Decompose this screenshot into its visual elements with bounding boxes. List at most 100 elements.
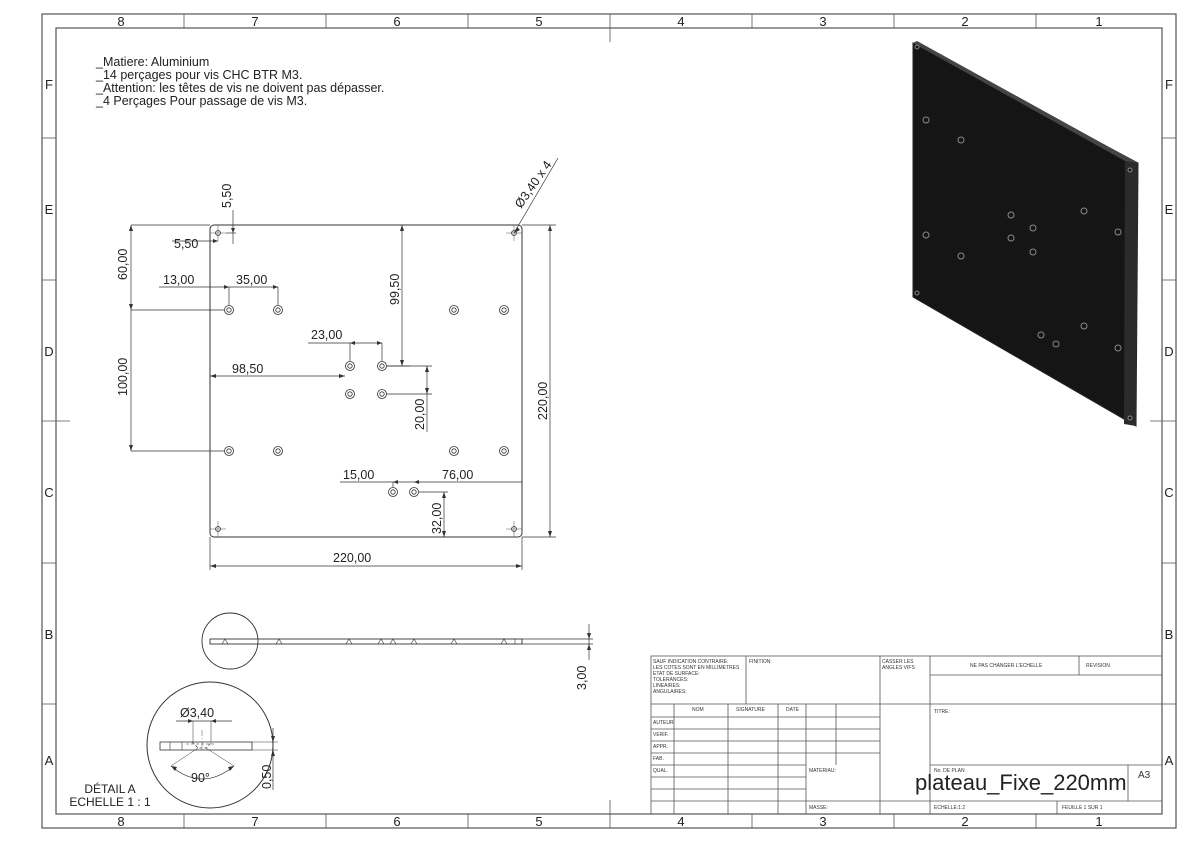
col-label: 4 xyxy=(677,14,684,29)
center-marks xyxy=(210,225,522,537)
tb-finition: FINITION: xyxy=(749,659,772,665)
tb-format: A3 xyxy=(1138,770,1151,781)
dim-32: 32,00 xyxy=(430,503,444,534)
plate-outline xyxy=(209,224,523,538)
row-label: B xyxy=(1165,627,1174,642)
hole xyxy=(273,305,283,315)
dim-98-50: 98,50 xyxy=(232,362,263,376)
hole xyxy=(377,361,387,371)
col-label: 3 xyxy=(819,14,826,29)
dim-5-50-horizontal: 5,50 xyxy=(174,237,198,251)
tb-role: APPR. xyxy=(653,744,669,750)
detail-a-marker xyxy=(201,612,259,670)
row-label: D xyxy=(44,344,53,359)
hole xyxy=(273,446,283,456)
dimension-lines xyxy=(130,157,559,570)
tb-casser-line: CASSER LES xyxy=(882,659,914,665)
dim-hole-callout: Ø3,40 x 4 xyxy=(512,158,555,210)
dim-13: 13,00 xyxy=(163,273,194,287)
dim-60: 60,00 xyxy=(116,249,130,280)
dim-detail-diameter: Ø3,40 xyxy=(180,706,214,720)
col-label: 2 xyxy=(961,14,968,29)
tb-casser: CASSER LES ANGLES VIFS xyxy=(882,659,915,671)
note-line: _4 Perçages Pour passage de vis M3. xyxy=(96,94,308,108)
dim-20: 20,00 xyxy=(413,399,427,430)
tb-no-plan: No. DE PLAN xyxy=(934,768,965,774)
tb-echelle: ECHELLE:1:2 xyxy=(934,805,966,811)
row-label: B xyxy=(45,627,54,642)
col-label: 3 xyxy=(819,814,826,829)
hole xyxy=(377,389,387,399)
row-label: F xyxy=(45,77,53,92)
detail-a-label: DÉTAIL A ECHELLE 1 : 1 xyxy=(60,783,160,809)
tb-note-line: TOLERANCES: xyxy=(653,677,689,683)
hole xyxy=(499,446,509,456)
hole xyxy=(449,305,459,315)
hole xyxy=(499,305,509,315)
dim-35: 35,00 xyxy=(236,273,267,287)
tb-masse: MASSE: xyxy=(809,805,828,811)
col-label: 1 xyxy=(1095,814,1102,829)
dim-76: 76,00 xyxy=(442,468,473,482)
row-label: F xyxy=(1165,77,1173,92)
counterbored-holes xyxy=(224,305,509,497)
tb-col-nom: NOM xyxy=(692,707,704,713)
detail-a-view: Ø3,40 90° 0,50 xyxy=(146,681,278,809)
tb-col-date: DATE xyxy=(786,707,799,713)
dim-99-50: 99,50 xyxy=(388,274,402,305)
col-label: 2 xyxy=(961,814,968,829)
hole xyxy=(388,487,398,497)
tb-revision: REVISION xyxy=(1086,663,1110,669)
tb-materiau: MATERIAU: xyxy=(809,768,836,774)
dim-23: 23,00 xyxy=(311,328,342,342)
dimension-arrows xyxy=(129,225,552,568)
tb-feuille: FEUILLE 1 SUR 1 xyxy=(1062,805,1103,811)
col-label: 5 xyxy=(535,814,542,829)
col-label: 6 xyxy=(393,814,400,829)
row-label: E xyxy=(45,202,54,217)
col-label: 5 xyxy=(535,14,542,29)
tb-note-line: LES COTES SONT EN MILLIMETRES xyxy=(653,665,740,671)
tb-note-line: ETAT DE SURFACE: xyxy=(653,671,700,677)
dim-220-horizontal: 220,00 xyxy=(333,551,371,565)
row-label: A xyxy=(45,753,54,768)
col-label: 8 xyxy=(117,14,124,29)
tb-col-signature: SIGNATURE xyxy=(736,707,765,713)
row-label: A xyxy=(1165,753,1174,768)
title-block xyxy=(650,655,1163,815)
tb-note-line: ANGULAIRES: xyxy=(653,689,687,695)
col-label: 7 xyxy=(251,814,258,829)
detail-title: DÉTAIL A xyxy=(84,782,136,796)
note-line: _Matiere: Aluminium xyxy=(96,55,210,69)
col-label: 1 xyxy=(1095,14,1102,29)
row-label: E xyxy=(1165,202,1174,217)
hole xyxy=(224,305,234,315)
side-view: 3,00 xyxy=(201,612,593,690)
hole xyxy=(345,389,355,399)
hole xyxy=(409,487,419,497)
zone-ticks xyxy=(42,14,1176,828)
tb-ne-pas-changer: NE PAS CHANGER L'ECHELLE xyxy=(970,663,1043,669)
tb-role: FAB. xyxy=(653,756,664,762)
drawing-number: plateau_Fixe_220mm xyxy=(915,770,1127,795)
dim-15: 15,00 xyxy=(343,468,374,482)
note-line: _14 perçages pour vis CHC BTR M3. xyxy=(96,68,303,82)
hole xyxy=(224,446,234,456)
tb-titre: TITRE: xyxy=(934,709,950,715)
note-line: _Attention: les têtes de vis ne doivent … xyxy=(96,81,385,95)
dim-100: 100,00 xyxy=(116,358,130,396)
hole xyxy=(345,361,355,371)
dim-220-vertical: 220,00 xyxy=(536,382,550,420)
front-view: 5,50 5,50 60,00 13,00 35,00 99,50 23,00 … xyxy=(116,157,559,570)
hole xyxy=(449,446,459,456)
dim-thickness: 3,00 xyxy=(575,666,589,690)
dim-detail-depth: 0,50 xyxy=(260,765,274,789)
tb-role: VERIF. xyxy=(653,732,669,738)
plate-edge xyxy=(209,638,523,645)
dim-5-50-vertical: 5,50 xyxy=(220,184,234,208)
tb-role: QUAL. xyxy=(653,768,669,774)
tb-note-line: LINEAIRES: xyxy=(653,683,681,689)
dim-detail-angle: 90° xyxy=(191,771,210,785)
general-tolerance-note: SAUF INDICATION CONTRAIRE: LES COTES SON… xyxy=(653,659,739,695)
